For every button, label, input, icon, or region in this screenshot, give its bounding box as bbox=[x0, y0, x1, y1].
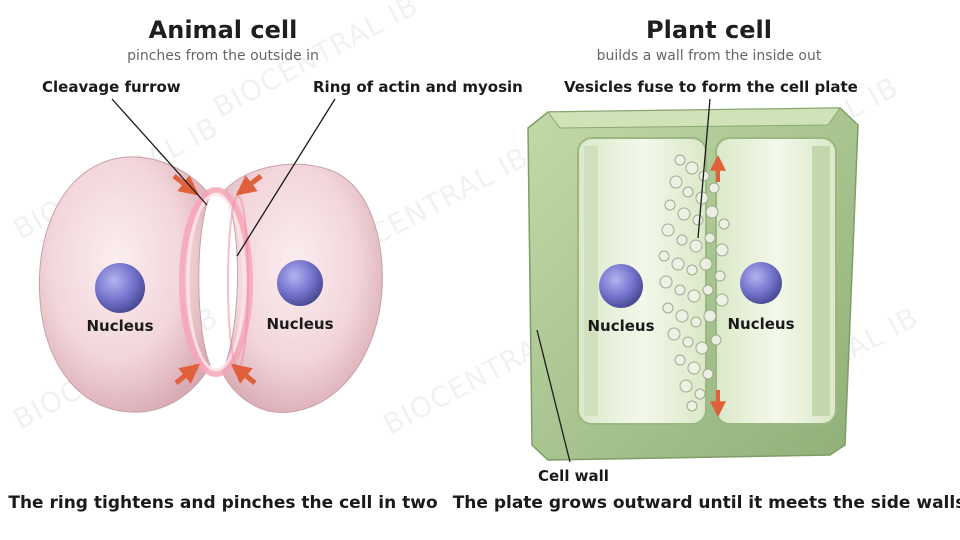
plant-caption: The plate grows outward until it meets t… bbox=[453, 493, 960, 513]
contractile-ring-inner bbox=[186, 192, 246, 372]
animal-title: Animal cell bbox=[149, 16, 298, 44]
left-inner-shading bbox=[584, 146, 598, 416]
ring-pointer-line bbox=[236, 98, 336, 257]
plant-title: Plant cell bbox=[646, 16, 772, 44]
vesicles-pointer-line bbox=[697, 98, 711, 239]
cleavage-furrow-label: Cleavage furrow bbox=[42, 78, 181, 96]
plant-nucleus-right bbox=[740, 262, 782, 304]
animal-caption: The ring tightens and pinches the cell i… bbox=[8, 493, 437, 513]
cell-wall-top-face bbox=[547, 107, 841, 129]
wall-pointer-line bbox=[536, 329, 571, 463]
plant-cell-illustration: Nucleus Nucleus bbox=[527, 98, 859, 463]
animal-subtitle: pinches from the outside in bbox=[127, 48, 319, 64]
contractile-ring bbox=[179, 187, 253, 377]
cell-wall-label: Cell wall bbox=[538, 467, 609, 485]
animal-nucleus-left-label: Nucleus bbox=[86, 317, 153, 335]
cell-plate-vesicles bbox=[658, 154, 730, 412]
vesicles-label: Vesicles fuse to form the cell plate bbox=[564, 78, 858, 96]
plant-nucleus-left bbox=[599, 264, 643, 308]
animal-cell-illustration: Nucleus Nucleus bbox=[38, 98, 383, 413]
plant-nucleus-left-label: Nucleus bbox=[587, 317, 654, 335]
arrow-icon bbox=[172, 174, 200, 196]
furrow-pointer-line bbox=[111, 98, 208, 206]
animal-nucleus-right bbox=[277, 260, 323, 306]
arrow-icon bbox=[235, 174, 263, 196]
animal-nucleus-left bbox=[95, 263, 145, 313]
arrow-icon bbox=[230, 363, 257, 385]
right-inner-shading bbox=[812, 146, 830, 416]
plant-nucleus-right-label: Nucleus bbox=[727, 315, 794, 333]
plant-subtitle: builds a wall from the inside out bbox=[597, 48, 822, 64]
animal-nucleus-right-label: Nucleus bbox=[266, 315, 333, 333]
actin-myosin-ring-label: Ring of actin and myosin bbox=[313, 78, 523, 96]
arrow-icon bbox=[174, 363, 201, 385]
